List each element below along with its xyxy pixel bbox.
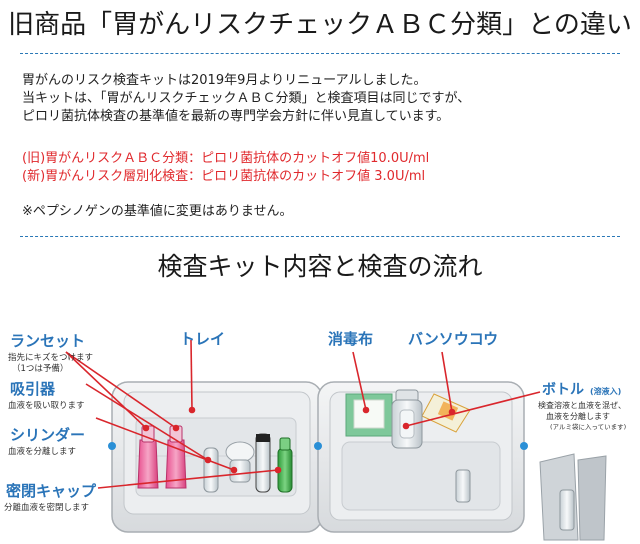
leader-arrows: [65, 339, 541, 489]
label-bottle: ボトル: [542, 382, 584, 398]
intro-line-3: ピロリ菌抗体検査の基準値を最新の専門学会方針に伴い見直しています。: [22, 109, 450, 124]
intro-line-1: 胃がんのリスク検査キットは2019年9月よりリニューアルしました。: [22, 73, 427, 88]
label-aspirator-sub1: 血液を吸い取ります: [8, 400, 85, 411]
wipe-pad: [345, 393, 393, 437]
new-cutoff-text: (新)胃がんリスク層別化検査：ピロリ菌抗体のカットオフ値 3.0U/ml: [22, 169, 426, 184]
label-cylinder-sub1: 血液を分離します: [8, 446, 76, 457]
pepsinogen-note: ※ペプシノゲンの基準値に変更はありません。: [22, 204, 293, 219]
label-bottle-small: (溶液入): [590, 386, 621, 396]
label-tray: トレイ: [180, 330, 225, 348]
section-title-kit-flow: 検査キット内容と検査の流れ: [157, 252, 483, 281]
label-bottle-sub3: (アルミ袋に入っています): [550, 422, 626, 431]
bottle-small: [455, 469, 471, 503]
label-cap: 密閉キャップ: [6, 482, 97, 500]
old-cutoff-text: (旧)胃がんリスクＡＢＣ分類：ピロリ菌抗体のカットオフ値10.0U/ml: [22, 151, 430, 166]
intro-line-2: 当キットは、「胃がんリスクチェックＡＢＣ分類」と検査項目は同じですが、: [22, 91, 471, 106]
bottle-part: [391, 389, 423, 449]
label-bottle-sub2: 血液を分離します: [546, 411, 610, 421]
cylinder-top: [225, 441, 255, 463]
label-cylinder: シリンダー: [10, 426, 85, 444]
syringe-part: [255, 433, 271, 493]
foil-bag: [539, 453, 607, 541]
label-bandage: バンソウコウ: [408, 330, 498, 348]
label-lancet-sub1: 指先にキズをつけます: [8, 352, 93, 363]
kit-diagram: ランセット 指先にキズをつけます （1つは予備） 吸引器 血液を吸い取ります シ…: [4, 330, 626, 541]
aspirator-part: [203, 447, 219, 493]
label-lancet-sub2: （1つは予備）: [12, 363, 68, 374]
label-wipe: 消毒布: [328, 330, 373, 348]
label-bottle-sub1: 検査溶液と血液を混ぜ、: [538, 400, 626, 410]
label-lancet: ランセット: [10, 332, 85, 350]
label-cap-sub1: 分離血液を密閉します: [4, 502, 89, 513]
page-title: 旧商品「胃がんリスクチェックＡＢＣ分類」との違い: [8, 10, 632, 40]
cylinder-body: [229, 459, 251, 483]
divider-top: [20, 53, 620, 54]
hinge-dot-left: [108, 442, 116, 450]
divider-middle: [20, 236, 620, 237]
hinge-dot-right: [520, 442, 528, 450]
label-aspirator: 吸引器: [10, 380, 56, 398]
hinge-dot-middle: [314, 442, 322, 450]
